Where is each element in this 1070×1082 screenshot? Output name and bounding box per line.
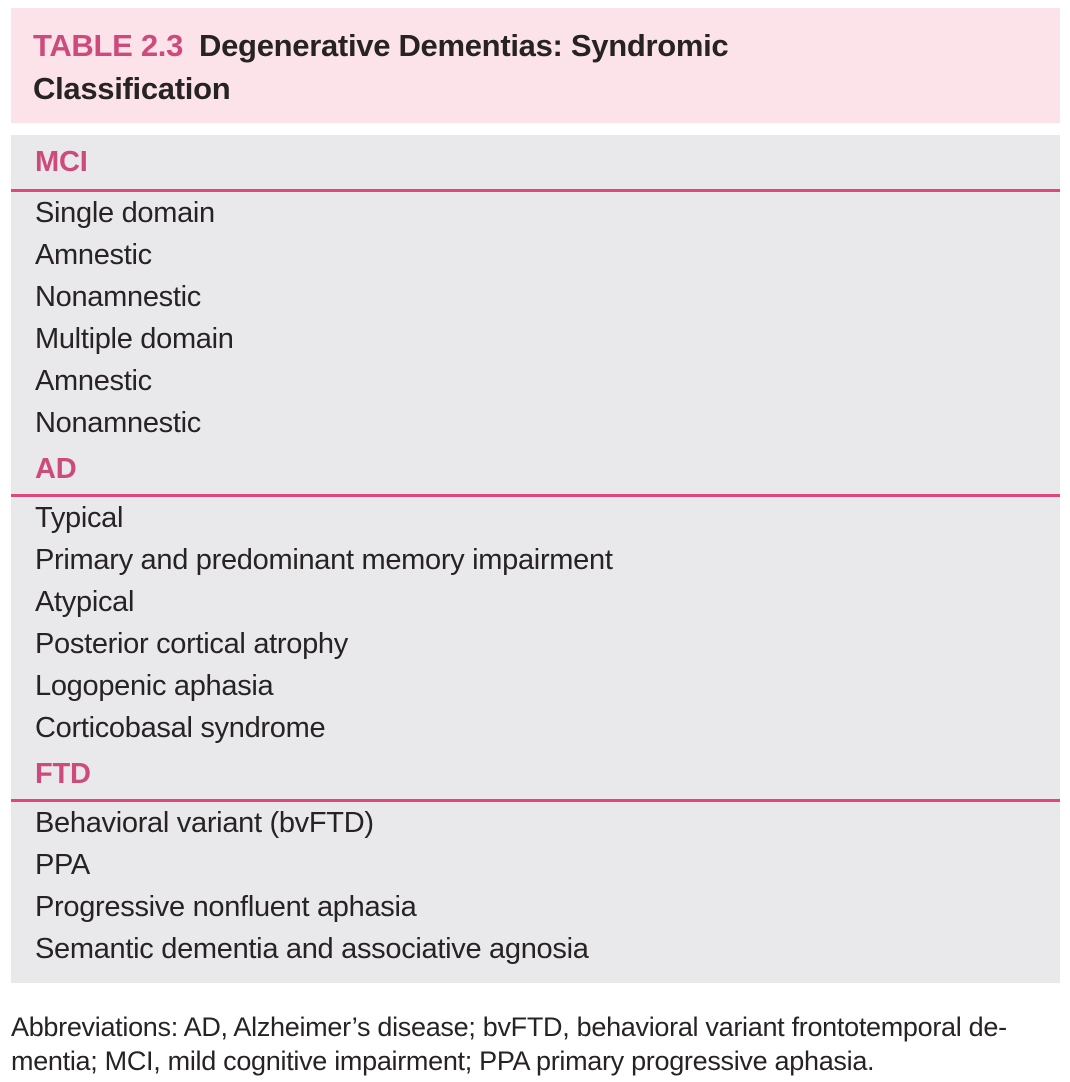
section-heading-ad: AD <box>35 444 1036 494</box>
list-item: Amnestic <box>35 364 152 397</box>
list-item: Amnestic <box>35 238 152 271</box>
list-item: Behavioral variant (bvFTD) <box>35 806 374 839</box>
table-number-label: TABLE 2.3 <box>33 28 184 63</box>
section-heading-label: MCI <box>35 145 88 178</box>
section-rule <box>11 189 1060 192</box>
table-title-text: Degenerative Dementias: Syndromic Classi… <box>33 28 729 106</box>
section-heading-label: AD <box>35 452 77 485</box>
list-item: Primary and predominant memory impairmen… <box>35 543 613 576</box>
list-item: Single domain <box>35 196 215 229</box>
list-item: Typical <box>35 501 124 534</box>
table-body: MCI Single domain Amnestic Nonamnestic M… <box>11 135 1060 983</box>
section-rule <box>11 799 1060 802</box>
list-item: Logopenic aphasia <box>35 669 274 702</box>
section-heading-ftd: FTD <box>35 749 1036 799</box>
list-item: Nonamnestic <box>35 280 201 313</box>
footnote-line: mentia; MCI, mild cognitive impairment; … <box>11 1046 875 1076</box>
list-item: Semantic dementia and associative agnosi… <box>35 932 589 965</box>
list-item: Nonamnestic <box>35 406 201 439</box>
abbreviations-footnote: Abbreviations: AD, Alzheimer’s disease; … <box>11 1010 1060 1078</box>
list-item: Progressive nonfluent aphasia <box>35 890 417 923</box>
list-item: Corticobasal syndrome <box>35 711 326 744</box>
section-rule <box>11 494 1060 497</box>
list-item: Posterior cortical atrophy <box>35 627 348 660</box>
list-item: Multiple domain <box>35 322 234 355</box>
section-heading-label: FTD <box>35 757 91 790</box>
list-item: PPA <box>35 848 90 881</box>
list-item: Atypical <box>35 585 135 618</box>
section-heading-mci: MCI <box>35 135 1036 189</box>
footnote-line: Abbreviations: AD, Alzheimer’s disease; … <box>11 1012 1007 1042</box>
